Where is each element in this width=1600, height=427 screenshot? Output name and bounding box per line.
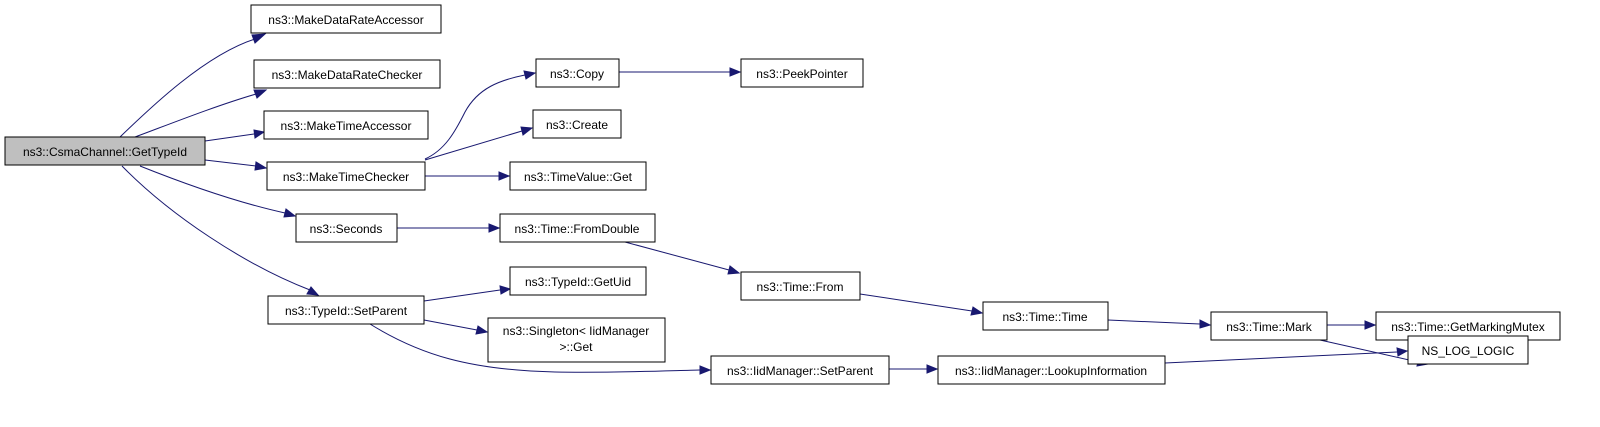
- edge-time-from-to-time-time: [859, 293, 973, 312]
- arrowhead-lookup-information: [926, 364, 939, 374]
- arrowhead-typeid-set-parent: [306, 286, 320, 296]
- arrowhead-ns-log-logic-from-lookup: [1396, 347, 1409, 357]
- node-label: ns3::Time::Mark: [1226, 320, 1313, 334]
- node-label: ns3::TypeId::GetUid: [525, 275, 631, 289]
- edge-root-to-make-time-accessor: [204, 133, 255, 142]
- edge-make-time-checker-to-copy: [424, 74, 526, 160]
- node-label-line2: >::Get: [559, 340, 593, 354]
- node-label: ns3::TypeId::SetParent: [285, 304, 408, 318]
- arrowhead-time-mark: [1199, 319, 1212, 329]
- node-label: ns3::PeekPointer: [756, 67, 847, 81]
- arrowhead-time-from-double: [488, 223, 501, 233]
- edge-typeid-set-parent-to-get-uid: [423, 289, 501, 302]
- node-time-mark[interactable]: ns3::Time::Mark: [1210, 311, 1328, 341]
- node-label: ns3::IidManager::LookupInformation: [955, 364, 1147, 378]
- node-timevalue-get[interactable]: ns3::TimeValue::Get: [509, 161, 647, 191]
- arrowhead-time-time: [970, 306, 984, 316]
- node-typeid-get-uid[interactable]: ns3::TypeId::GetUid: [509, 266, 647, 296]
- edge-time-mark-to-ns-log-logic: [1319, 339, 1419, 363]
- node-label: ns3::TimeValue::Get: [524, 170, 633, 184]
- arrowhead-make-data-rate-accessor: [251, 33, 267, 44]
- node-label: ns3::CsmaChannel::GetTypeId: [23, 145, 187, 159]
- node-label: ns3::Time::Time: [1002, 310, 1087, 324]
- edge-lookup-information-to-ns-log-logic: [1164, 351, 1398, 364]
- edge-root-to-make-data-rate-checker: [134, 93, 257, 138]
- arrowhead-get-uid: [499, 285, 512, 295]
- node-make-data-rate-accessor[interactable]: ns3::MakeDataRateAccessor: [250, 4, 442, 34]
- node-iidmanager-set-parent[interactable]: ns3::IidManager::SetParent: [710, 355, 890, 385]
- node-iidmanager-lookup-information[interactable]: ns3::IidManager::LookupInformation: [937, 355, 1166, 385]
- arrowhead-iidmanager-set-parent: [699, 365, 712, 375]
- node-label: ns3::MakeDataRateChecker: [272, 68, 423, 82]
- arrowhead-timevalue-get: [498, 171, 511, 181]
- node-typeid-set-parent[interactable]: ns3::TypeId::SetParent: [267, 295, 425, 325]
- node-label: ns3::MakeTimeChecker: [283, 170, 409, 184]
- edge-time-time-to-time-mark: [1107, 319, 1201, 325]
- node-label: ns3::Time::FromDouble: [515, 222, 640, 236]
- edge-root-to-make-time-checker: [204, 159, 257, 167]
- node-peek-pointer[interactable]: ns3::PeekPointer: [740, 58, 864, 88]
- node-make-time-accessor[interactable]: ns3::MakeTimeAccessor: [263, 110, 429, 140]
- node-time-get-marking-mutex[interactable]: ns3::Time::GetMarkingMutex: [1375, 311, 1561, 341]
- edge-root-to-typeid-set-parent: [121, 165, 311, 291]
- node-create[interactable]: ns3::Create: [532, 109, 622, 139]
- node-time-time[interactable]: ns3::Time::Time: [982, 301, 1109, 331]
- edges-layer: [119, 33, 1430, 375]
- arrowhead-time-from: [727, 265, 741, 275]
- arrowhead-make-time-checker: [254, 161, 268, 171]
- node-copy[interactable]: ns3::Copy: [535, 58, 620, 88]
- node-label: NS_LOG_LOGIC: [1422, 344, 1515, 358]
- nodes-layer: ns3::CsmaChannel::GetTypeId ns3::MakeDat…: [4, 4, 1561, 385]
- edge-typeid-set-parent-to-singleton-get: [423, 319, 478, 331]
- arrowhead-copy: [523, 70, 537, 80]
- node-label: ns3::MakeDataRateAccessor: [268, 13, 423, 27]
- node-singleton-get[interactable]: ns3::Singleton< IidManager >::Get: [487, 317, 666, 363]
- node-ns-log-logic[interactable]: NS_LOG_LOGIC: [1407, 335, 1529, 365]
- node-label: ns3::MakeTimeAccessor: [281, 119, 412, 133]
- edge-time-from-double-to-time-from: [624, 241, 730, 271]
- edge-typeid-set-parent-to-iidmanager-set-parent: [369, 323, 701, 373]
- node-label: ns3::IidManager::SetParent: [727, 364, 874, 378]
- arrowhead-seconds: [283, 208, 297, 218]
- arrowhead-create: [520, 126, 534, 136]
- node-label: ns3::Seconds: [310, 222, 383, 236]
- node-label: ns3::Time::From: [757, 280, 844, 294]
- arrowhead-get-marking-mutex: [1364, 320, 1377, 330]
- node-time-from[interactable]: ns3::Time::From: [740, 271, 861, 301]
- arrowhead-singleton-get: [475, 325, 489, 335]
- node-time-from-double[interactable]: ns3::Time::FromDouble: [499, 213, 656, 243]
- edge-root-to-make-data-rate-accessor: [119, 38, 256, 138]
- node-make-time-checker[interactable]: ns3::MakeTimeChecker: [266, 161, 426, 191]
- edge-make-time-checker-to-create: [424, 130, 523, 161]
- node-label: ns3::Time::GetMarkingMutex: [1391, 320, 1545, 334]
- node-make-data-rate-checker[interactable]: ns3::MakeDataRateChecker: [253, 59, 441, 89]
- arrowhead-make-data-rate-checker: [253, 89, 268, 99]
- node-csma-channel-get-typeid[interactable]: ns3::CsmaChannel::GetTypeId: [4, 136, 206, 166]
- node-seconds[interactable]: ns3::Seconds: [295, 213, 398, 243]
- arrowhead-peek-pointer: [729, 67, 742, 77]
- edge-root-to-seconds: [139, 165, 286, 214]
- arrowhead-make-time-accessor: [253, 129, 266, 139]
- node-label: ns3::Create: [546, 118, 608, 132]
- node-label: ns3::Copy: [550, 67, 604, 81]
- node-label-line1: ns3::Singleton< IidManager: [503, 324, 649, 338]
